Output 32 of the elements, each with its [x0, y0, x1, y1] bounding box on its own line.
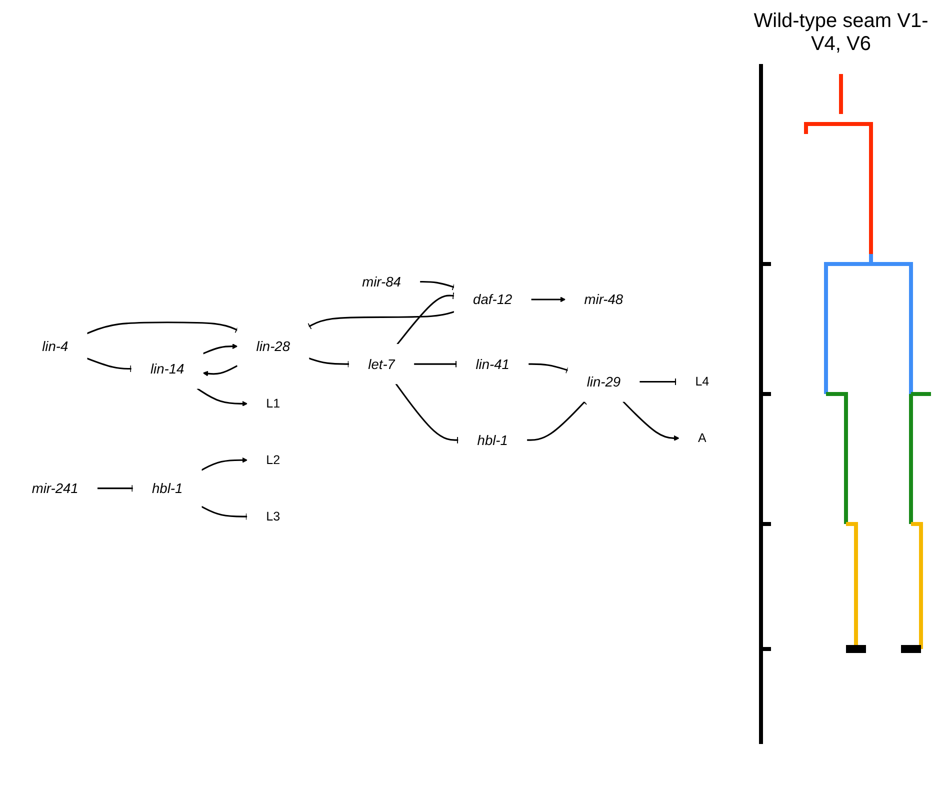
node-text: lin-29: [586, 374, 621, 390]
arrow: [202, 365, 238, 377]
node-text: let-7: [368, 356, 395, 372]
node-text: A: [698, 432, 706, 446]
node-text: L4: [695, 375, 710, 389]
arrow: [196, 388, 248, 407]
node-text: mir-48: [584, 292, 624, 308]
node-text: lin-4: [42, 338, 68, 354]
node-text: mir-84: [362, 274, 401, 290]
connector: [420, 281, 456, 292]
node-text: lin-41: [476, 356, 510, 372]
connector: [308, 358, 350, 368]
connector: [528, 364, 570, 374]
node-text: mir-241: [32, 480, 78, 496]
arrow: [201, 458, 248, 472]
node-text: daf-12: [473, 292, 512, 308]
connector: [201, 506, 248, 521]
arrow: [530, 297, 566, 303]
node-text: L3: [266, 510, 280, 524]
connector: [97, 484, 134, 493]
arrow: [622, 401, 680, 442]
node-text: lin-14: [150, 361, 184, 377]
connector: [86, 358, 132, 374]
node-text: L1: [266, 397, 280, 411]
connector: [396, 292, 455, 346]
node-text: hbl-1: [152, 480, 183, 496]
node-text: L2: [266, 454, 280, 468]
node-text: hbl-1: [477, 432, 508, 448]
node-text: lin-28: [256, 338, 290, 354]
arrow: [202, 344, 238, 355]
title: Wild-type seam V1-V4, V6: [752, 10, 930, 56]
connector: [307, 311, 454, 330]
